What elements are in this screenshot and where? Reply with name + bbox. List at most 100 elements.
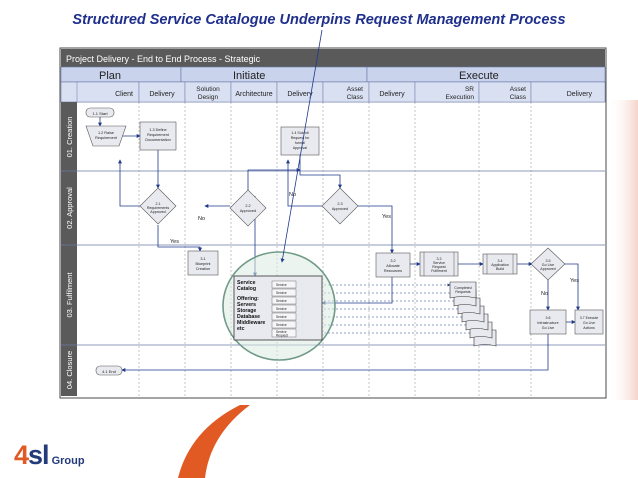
svg-text:formal: formal <box>295 141 305 145</box>
svg-text:3.1: 3.1 <box>200 257 205 261</box>
node-golive-approved: 3.5 Go Live Approved <box>530 247 566 281</box>
svg-text:1.3 Define: 1.3 Define <box>149 128 166 132</box>
svg-text:Storage: Storage <box>237 308 256 314</box>
svg-text:Infrastructure: Infrastructure <box>537 321 558 325</box>
svg-text:1.1 Start: 1.1 Start <box>92 111 108 116</box>
node-approved-23: 2.3 Approved <box>321 187 359 225</box>
svg-text:Approved: Approved <box>240 209 256 213</box>
row-closure: 04. Closure <box>65 351 74 389</box>
svg-text:Resources: Resources <box>384 269 402 273</box>
label-no-1: No <box>198 216 205 222</box>
svg-text:Service: Service <box>276 283 287 287</box>
svg-text:Requirement: Requirement <box>147 133 170 137</box>
node-submit-request: 1.4 Submit Request for formal Approval <box>280 126 320 156</box>
svg-text:2.2: 2.2 <box>245 204 250 208</box>
lane-class: Class <box>347 94 364 101</box>
lane-delivery-4: Delivery <box>567 91 593 98</box>
lane-architecture: Architecture <box>235 91 272 98</box>
svg-text:Go Live: Go Live <box>542 326 554 330</box>
row-creation: 01. Creation <box>65 117 74 158</box>
node-define-requirement: 1.3 Define Requirement Documentation <box>139 121 177 151</box>
node-allocate-resources: 3.2 Allocate Resources <box>375 252 411 278</box>
svg-text:Service: Service <box>237 280 256 286</box>
lane-delivery-2: Delivery <box>287 91 313 98</box>
logo-group: Group <box>51 455 85 467</box>
diagram-frame <box>59 47 607 399</box>
svg-text:Request for: Request for <box>291 136 310 140</box>
start-node: 1.1 Start <box>85 107 115 118</box>
service-request-entries: Service Service Service Service Service … <box>271 280 297 338</box>
svg-text:Service: Service <box>276 330 287 334</box>
label-yes-3: Yes <box>570 278 579 284</box>
decision-labels: Yes No No Yes No Yes <box>170 192 579 297</box>
svg-text:2.1: 2.1 <box>156 202 161 206</box>
svg-text:3.3: 3.3 <box>437 257 442 261</box>
title-pointer-line <box>280 29 323 263</box>
lane-separators <box>138 102 532 396</box>
svg-text:Database: Database <box>237 314 260 320</box>
svg-text:Fulfilment: Fulfilment <box>431 269 447 273</box>
lane-asset: Asset <box>347 86 363 93</box>
end-node: 4.1 End <box>95 365 123 376</box>
svg-text:Go Live: Go Live <box>583 321 595 325</box>
svg-text:3.7 Execute: 3.7 Execute <box>580 316 599 320</box>
svg-text:Blueprint: Blueprint <box>196 262 212 266</box>
svg-text:4.1 End: 4.1 End <box>102 369 116 374</box>
label-no-2: No <box>289 192 296 198</box>
lane-delivery-3: Delivery <box>379 91 405 98</box>
svg-text:Service: Service <box>276 299 287 303</box>
svg-text:Requirements: Requirements <box>147 206 170 210</box>
svg-text:Requests: Requests <box>455 290 470 294</box>
logo-digit: 4 <box>14 440 29 470</box>
svg-text:Allocate: Allocate <box>386 264 400 268</box>
svg-text:Middleware: Middleware <box>237 320 265 326</box>
lane-asset-2: Asset <box>510 86 526 93</box>
lane-delivery-1: Delivery <box>149 91 175 98</box>
svg-text:Requirement: Requirement <box>95 136 118 140</box>
row-labels: 01. Creation 02. Approval 03. Fulfilment… <box>61 102 605 396</box>
phase-plan: Plan <box>99 70 121 82</box>
svg-text:etc: etc <box>237 326 245 332</box>
node-raise-requirement: 1.2 Raise Requirement <box>85 125 127 147</box>
lane-header-row: Client Delivery Solution Design Architec… <box>60 81 606 103</box>
svg-text:Offering:: Offering: <box>237 296 259 302</box>
svg-text:Request: Request <box>276 334 288 338</box>
svg-text:Service: Service <box>276 323 287 327</box>
svg-text:Actions: Actions <box>583 326 595 330</box>
slide-title: Structured Service Catalogue Underpins R… <box>72 12 566 28</box>
node-service-request-fulfilment: 3.3 Service Request Fulfilment <box>419 251 459 277</box>
node-requirements-approved: 2.1 Requirements Approved <box>139 187 177 225</box>
svg-text:Service: Service <box>276 315 287 319</box>
frame-title: Project Delivery - End to End Process - … <box>66 54 261 64</box>
svg-text:2.3: 2.3 <box>337 202 342 206</box>
flow-connectors <box>98 117 580 372</box>
phase-row: Plan Initiate Execute <box>60 66 606 83</box>
lane-class-2: Class <box>510 94 527 101</box>
svg-text:3.5: 3.5 <box>546 259 551 263</box>
logo-letters: sl <box>28 440 50 470</box>
frame-header <box>61 49 605 67</box>
svg-text:Service: Service <box>433 261 445 265</box>
svg-text:Application: Application <box>491 263 509 267</box>
svg-text:Approved: Approved <box>332 207 348 211</box>
phase-initiate: Initiate <box>233 70 265 82</box>
svg-text:Request: Request <box>432 265 445 269</box>
svg-text:1.4 Submit: 1.4 Submit <box>291 131 308 135</box>
decorative-fade <box>608 100 638 400</box>
svg-text:3.4: 3.4 <box>498 259 503 263</box>
label-yes-2: Yes <box>382 214 391 220</box>
label-no-3: No <box>541 291 548 297</box>
node-infrastructure-golive: 3.6 Infrastructure Go Live <box>529 309 567 335</box>
node-application-build: 3.4 Application Build <box>482 253 518 275</box>
svg-text:Documentation: Documentation <box>145 138 171 142</box>
svg-text:1.2 Raise: 1.2 Raise <box>98 131 114 135</box>
svg-text:Approval: Approval <box>293 146 307 150</box>
lane-solution: Solution <box>196 86 220 93</box>
svg-text:Service: Service <box>276 291 287 295</box>
svg-text:Approved: Approved <box>540 267 555 271</box>
label-yes-1: Yes <box>170 239 179 245</box>
svg-text:Service: Service <box>276 307 287 311</box>
svg-text:3.6: 3.6 <box>546 316 551 320</box>
